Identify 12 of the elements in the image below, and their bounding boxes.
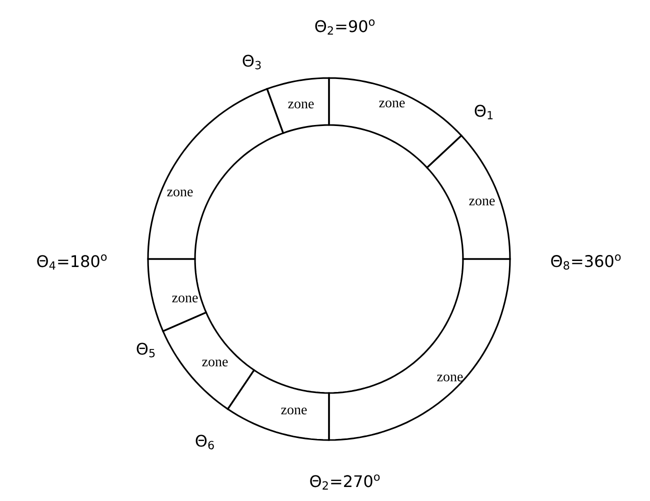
angle-label: Θ$_{4}$=180$^{o}$	[37, 254, 107, 270]
angle-label: Θ$_{8}$=360$^{o}$	[551, 254, 621, 270]
angle-label: Θ$_{1}$	[474, 104, 493, 120]
zone-sector: zone	[328, 258, 511, 441]
zone-sector: zone	[266, 77, 330, 134]
angle-label: Θ$_{2}$=270$^{o}$	[310, 474, 380, 490]
zone-sector: zone	[147, 258, 208, 332]
angle-label: Θ$_{3}$	[242, 54, 261, 70]
angle-label: Θ$_{5}$	[136, 342, 155, 358]
zone-sector: zone	[426, 134, 511, 260]
angle-label: Θ$_{6}$	[196, 434, 214, 450]
angle-label: Θ$_{2}$=90$^{o}$	[315, 19, 375, 35]
